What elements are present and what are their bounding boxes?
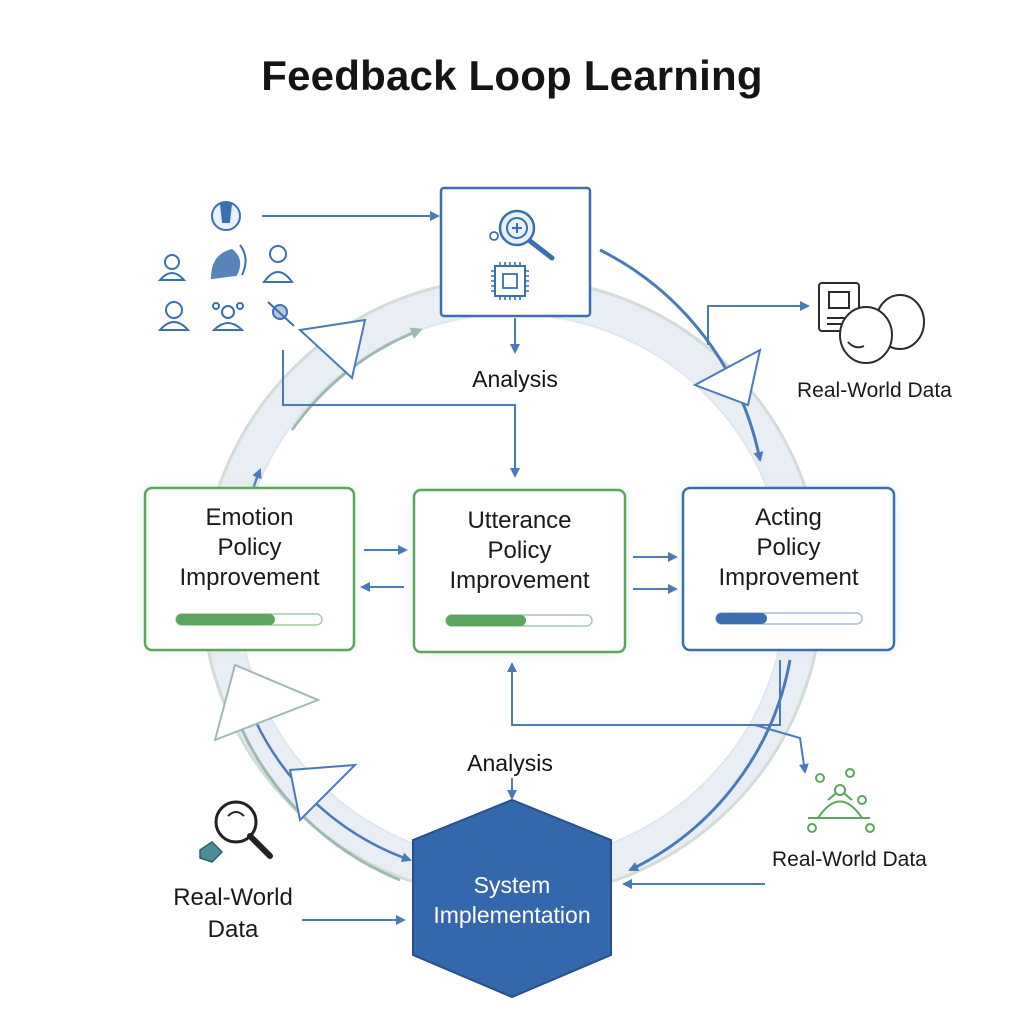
emotion-box-label: Emotion Policy Improvement [179, 504, 320, 591]
acting-progress-bar [715, 612, 863, 625]
arrow-to-realworld-top [707, 301, 810, 345]
utterance-policy-box [412, 488, 627, 654]
document-face-icon [818, 282, 925, 364]
utterance-progress-bar [445, 614, 593, 627]
utterance-box-label: Utterance Policy Improvement [449, 507, 590, 594]
arrow-to-utterance [282, 350, 520, 478]
real-world-data-bottom-left: Real-World Data [173, 884, 293, 943]
real-world-data-bottom-right: Real-World Data [772, 848, 927, 871]
analysis-label-top: Analysis [472, 366, 558, 392]
system-implementation-node [412, 798, 612, 999]
analysis-module [439, 186, 592, 318]
magnifier-icon [489, 209, 555, 261]
acting-box-label: Acting Policy Improvement [718, 504, 859, 591]
emotion-policy-box [143, 486, 356, 652]
search-icon [199, 800, 273, 863]
emotion-progress-bar [175, 613, 323, 626]
chip-icon [491, 262, 529, 300]
system-implementation-label: System Implementation [433, 872, 591, 928]
network-icon [807, 768, 875, 833]
analysis-label-bottom: Analysis [467, 750, 553, 776]
diagram-title: Feedback Loop Learning [261, 52, 763, 99]
acting-policy-box [681, 486, 896, 652]
real-world-data-top-right: Real-World Data [797, 379, 952, 402]
person-group-icons [157, 201, 295, 331]
